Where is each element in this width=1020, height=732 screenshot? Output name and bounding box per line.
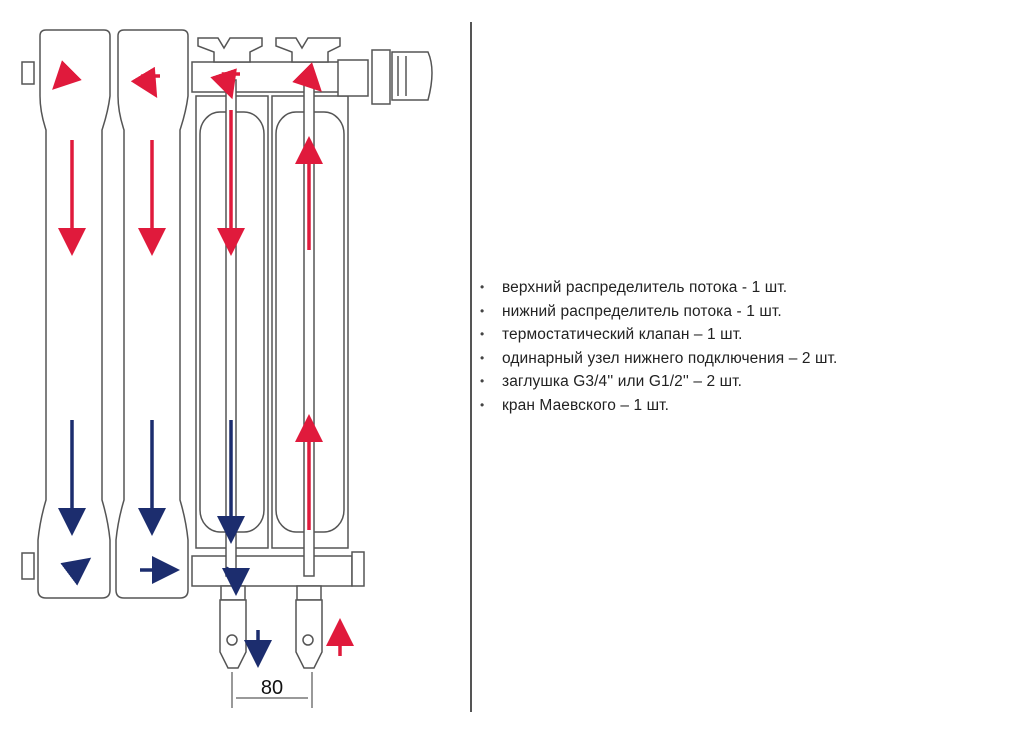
parts-list-item: верхний распределитель потока - 1 шт. xyxy=(480,276,837,300)
cold-turn-arrow-1 xyxy=(60,557,92,586)
dimension-label: 80 xyxy=(261,677,283,699)
vertical-divider xyxy=(470,22,472,712)
bottom-left-plug xyxy=(21,552,35,580)
connection-node-left-screw xyxy=(226,634,238,646)
connection-node-left-nut xyxy=(220,585,246,601)
parts-list-item: заглушка G3/4'' или G1/2'' – 2 шт. xyxy=(480,370,837,394)
valve-collar xyxy=(371,49,391,105)
upper-flow-distributor xyxy=(191,61,353,93)
radiator-section-1 xyxy=(37,29,111,599)
connection-node-right-nut xyxy=(296,585,322,601)
connection-node-right-screw xyxy=(302,634,314,646)
cold-turn-arrow-3 xyxy=(222,566,250,596)
bottom-right-plug xyxy=(351,551,365,587)
top-cap-4 xyxy=(275,37,341,63)
parts-list: верхний распределитель потока - 1 шт. ни… xyxy=(480,276,837,417)
parts-list-item: нижний распределитель потока - 1 шт. xyxy=(480,300,837,324)
hot-turn-arrow-4 xyxy=(292,62,322,92)
valve-body xyxy=(337,59,369,97)
parts-list-item: термостатический клапан – 1 шт. xyxy=(480,323,837,347)
top-cap-3 xyxy=(197,37,263,63)
hot-turn-arrow-1 xyxy=(52,60,82,90)
hot-turn-arrow-3 xyxy=(210,68,240,100)
hot-turn-arrow-2 xyxy=(130,66,160,99)
thermostatic-valve xyxy=(391,51,433,101)
parts-list-item: кран Маевского – 1 шт. xyxy=(480,394,837,418)
top-left-plug xyxy=(21,61,35,85)
parts-list-item: одинарный узел нижнего подключения – 2 ш… xyxy=(480,347,837,371)
bottom-connection-node-left xyxy=(219,599,247,669)
radiator-section-2 xyxy=(115,29,189,599)
lower-flow-distributor xyxy=(191,555,353,587)
bottom-connection-node-right xyxy=(295,599,323,669)
